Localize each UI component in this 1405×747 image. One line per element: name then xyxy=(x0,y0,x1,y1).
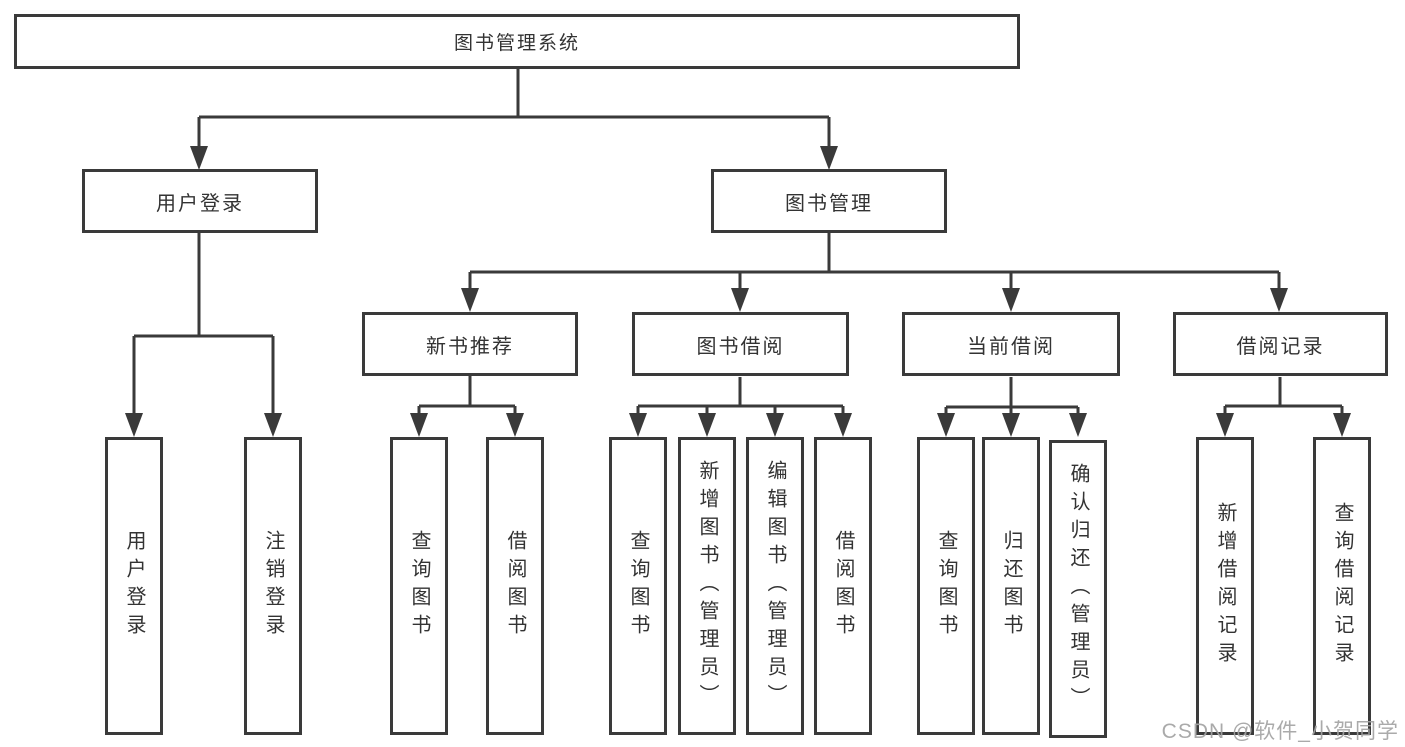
node-root: 图书管理系统 xyxy=(14,14,1020,69)
leaf-logout-label: 注销登录 xyxy=(262,530,284,642)
leaf-borrow-query-book-label: 查询图书 xyxy=(627,530,649,642)
node-current-borrow-label: 当前借阅 xyxy=(967,335,1055,358)
leaf-return-book-label: 归还图书 xyxy=(1000,530,1022,642)
node-user-login: 用户登录 xyxy=(82,169,318,233)
leaf-recommend-borrow-book: 借阅图书 xyxy=(486,437,544,735)
leaf-current-query-book-label: 查询图书 xyxy=(935,530,957,642)
node-new-book-recommend: 新书推荐 xyxy=(362,312,578,376)
leaf-edit-book-admin-label: 编辑图书（管理员） xyxy=(764,460,786,712)
leaf-user-login-label: 用户登录 xyxy=(123,530,145,642)
node-book-management: 图书管理 xyxy=(711,169,947,233)
leaf-add-borrow-record: 新增借阅记录 xyxy=(1196,437,1254,735)
leaf-user-login: 用户登录 xyxy=(105,437,163,735)
leaf-confirm-return-admin-label: 确认归还（管理员） xyxy=(1067,463,1089,715)
watermark: CSDN @软件_小贺同学 xyxy=(1161,720,1399,743)
node-book-borrow: 图书借阅 xyxy=(632,312,849,376)
leaf-borrow-book: 借阅图书 xyxy=(814,437,872,735)
leaf-query-borrow-record-label: 查询借阅记录 xyxy=(1331,502,1353,670)
leaf-borrow-book-label: 借阅图书 xyxy=(832,530,854,642)
leaf-recommend-query-book-label: 查询图书 xyxy=(408,530,430,642)
leaf-confirm-return-admin: 确认归还（管理员） xyxy=(1049,440,1107,738)
leaf-add-book-admin: 新增图书（管理员） xyxy=(678,437,736,735)
node-book-borrow-label: 图书借阅 xyxy=(696,335,785,358)
leaf-edit-book-admin: 编辑图书（管理员） xyxy=(746,437,804,735)
node-root-label: 图书管理系统 xyxy=(453,33,580,54)
leaf-return-book: 归还图书 xyxy=(982,437,1040,735)
node-new-book-recommend-label: 新书推荐 xyxy=(426,335,514,358)
leaf-add-book-admin-label: 新增图书（管理员） xyxy=(696,460,718,712)
node-borrow-records-label: 借阅记录 xyxy=(1236,335,1325,358)
leaf-logout: 注销登录 xyxy=(244,437,302,735)
leaf-borrow-query-book: 查询图书 xyxy=(609,437,667,735)
node-user-login-label: 用户登录 xyxy=(156,192,244,215)
node-borrow-records: 借阅记录 xyxy=(1173,312,1388,376)
node-book-management-label: 图书管理 xyxy=(785,192,873,215)
node-current-borrow: 当前借阅 xyxy=(902,312,1120,376)
leaf-add-borrow-record-label: 新增借阅记录 xyxy=(1214,502,1236,670)
leaf-query-borrow-record: 查询借阅记录 xyxy=(1313,437,1371,735)
leaf-recommend-borrow-book-label: 借阅图书 xyxy=(504,530,526,642)
leaf-recommend-query-book: 查询图书 xyxy=(390,437,448,735)
leaf-current-query-book: 查询图书 xyxy=(917,437,975,735)
